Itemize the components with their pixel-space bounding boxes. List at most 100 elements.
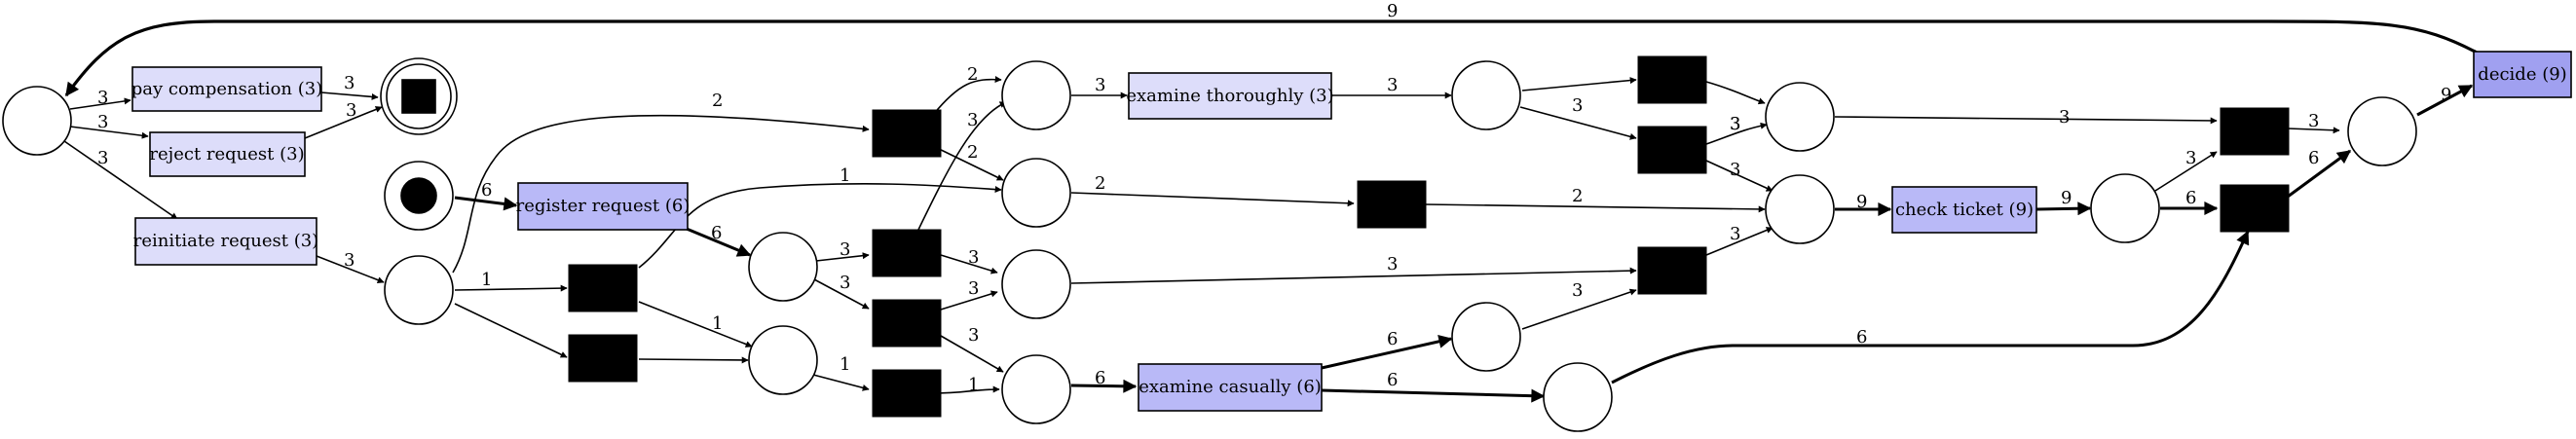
place-5 [1001, 60, 1071, 130]
activity-pay-compensation: pay compensation (3) [131, 66, 323, 112]
edge-silent-2-to-place-6 [638, 182, 1002, 269]
activity-check-ticket: check ticket (9) [1891, 186, 2037, 234]
edge-start-to-register-request [454, 196, 518, 211]
edge-label: 9 [2061, 188, 2072, 208]
activity-label: pay compensation (3) [131, 79, 323, 99]
activity-reject-request: reject request (3) [149, 131, 306, 177]
edge-silent-6-to-place-8 [932, 385, 1000, 394]
activity-label: reject request (3) [149, 144, 304, 165]
edge-label: 3 [1730, 160, 1740, 180]
edge-silent-8-to-place-13 [1705, 160, 1773, 192]
edge-place-6-to-silent-9 [1070, 192, 1355, 207]
edge-label: 3 [97, 88, 108, 108]
silent-transition-7 [1637, 55, 1707, 104]
edge-place-9-to-silent-7 [1521, 77, 1637, 91]
edge-silent-1-to-place-6 [932, 145, 1004, 181]
edge-label: 3 [344, 250, 355, 271]
edge-place-3-to-silent-6 [812, 374, 870, 391]
silent-transition-8 [1637, 126, 1707, 174]
edge-silent-4-to-place-5 [917, 101, 1007, 231]
edge-place-15-to-decide [2416, 84, 2474, 117]
edge-label: 3 [1387, 254, 1398, 274]
edge-label: 3 [968, 325, 979, 346]
edge-label: 2 [967, 142, 978, 163]
place-15 [2347, 96, 2417, 166]
place-13 [1765, 174, 1835, 244]
edge-place-0-to-reject-request [69, 126, 149, 139]
edge-label: 1 [840, 165, 850, 186]
edge-label: 2 [1095, 173, 1105, 194]
edge-place-9-to-silent-8 [1519, 106, 1637, 140]
edge-label: 3 [967, 110, 978, 130]
edge-place-7-to-silent-10 [1070, 267, 1637, 284]
silent-transition-1 [872, 109, 942, 158]
edge-silent-5-to-place-7 [940, 290, 998, 311]
edge-label: 3 [1387, 75, 1398, 95]
edge-label: 6 [1856, 327, 1867, 348]
edge-label: 3 [1730, 224, 1740, 244]
edge-examine-casually-to-place-11 [1321, 388, 1546, 403]
edge-place-11-to-silent-12 [1611, 230, 2250, 384]
place-2 [748, 232, 818, 302]
silent-transition-3 [568, 334, 638, 383]
edge-label: 3 [1730, 114, 1740, 134]
activity-label: reinitiate request (3) [133, 231, 318, 251]
edge-label: 2 [967, 64, 978, 85]
activity-examine-casually: examine casually (6) [1138, 363, 1323, 412]
edge-label: 3 [840, 273, 850, 293]
activity-decide: decide (9) [2473, 51, 2572, 98]
edge-label: 1 [840, 354, 850, 375]
activity-reinitiate-request: reinitiate request (3) [133, 217, 318, 266]
activity-label: examine thoroughly (3) [1126, 86, 1333, 106]
place-8 [1001, 354, 1071, 424]
place-14 [2090, 173, 2160, 243]
edge-silent-9-to-place-13 [1425, 203, 1766, 213]
silent-transition-2 [568, 264, 638, 312]
edge-label: 3 [97, 148, 108, 168]
edge-place-10-to-silent-10 [1521, 288, 1637, 330]
edge-label: 3 [968, 247, 979, 268]
silent-transition-4 [872, 229, 942, 277]
place-10 [1451, 302, 1521, 372]
place-1 [384, 255, 454, 325]
edge-check-ticket-to-place-14 [2035, 201, 2092, 216]
edge-label: 6 [2185, 188, 2196, 208]
edge-label: 3 [2059, 107, 2070, 128]
activity-examine-thoroughly: examine thoroughly (3) [1126, 72, 1334, 120]
edge-silent-12-to-place-15 [2287, 149, 2352, 199]
edge-place-1-to-silent-1 [452, 114, 870, 274]
edge-examine-casually-to-place-10 [1321, 334, 1453, 370]
edge-place-14-to-silent-11 [2154, 151, 2218, 192]
edge-place-2-to-silent-4 [815, 252, 870, 262]
edge-place-1-to-silent-3 [454, 303, 568, 358]
edge-reinitiate-request-to-place-1 [316, 255, 385, 283]
activity-label: register request (6) [516, 196, 691, 216]
edge-label: 9 [1387, 1, 1398, 21]
edge-label: 9 [1856, 192, 1867, 212]
edge-label: 1 [968, 375, 979, 395]
activity-label: examine casually (6) [1139, 377, 1322, 397]
edge-label: 3 [1572, 280, 1583, 301]
edge-label: 3 [968, 278, 979, 299]
edge-reject-request-to-end [304, 106, 383, 139]
place-3 [748, 325, 818, 395]
place-7 [1001, 249, 1071, 319]
edge-silent-5-to-place-8 [940, 335, 1004, 373]
edge-decide-to-place-0 [64, 19, 2480, 97]
edge-silent-11-to-place-15 [2287, 127, 2340, 134]
edge-label: 3 [1572, 95, 1583, 116]
edge-label: 1 [481, 270, 492, 290]
silent-transition-6 [872, 369, 942, 418]
edge-silent-3-to-place-3 [638, 356, 749, 364]
activity-label: decide (9) [2478, 64, 2566, 85]
edge-silent-8-to-place-12 [1705, 122, 1768, 145]
edge-label: 3 [2185, 148, 2196, 168]
edge-place-2-to-silent-5 [813, 278, 870, 310]
silent-transition-5 [872, 299, 942, 348]
edge-label: 6 [1095, 368, 1105, 388]
end-place-marker [401, 79, 436, 114]
edge-silent-7-to-place-12 [1705, 81, 1766, 105]
place-12 [1765, 82, 1835, 152]
edge-label: 6 [481, 180, 492, 201]
activity-label: check ticket (9) [1895, 200, 2034, 220]
